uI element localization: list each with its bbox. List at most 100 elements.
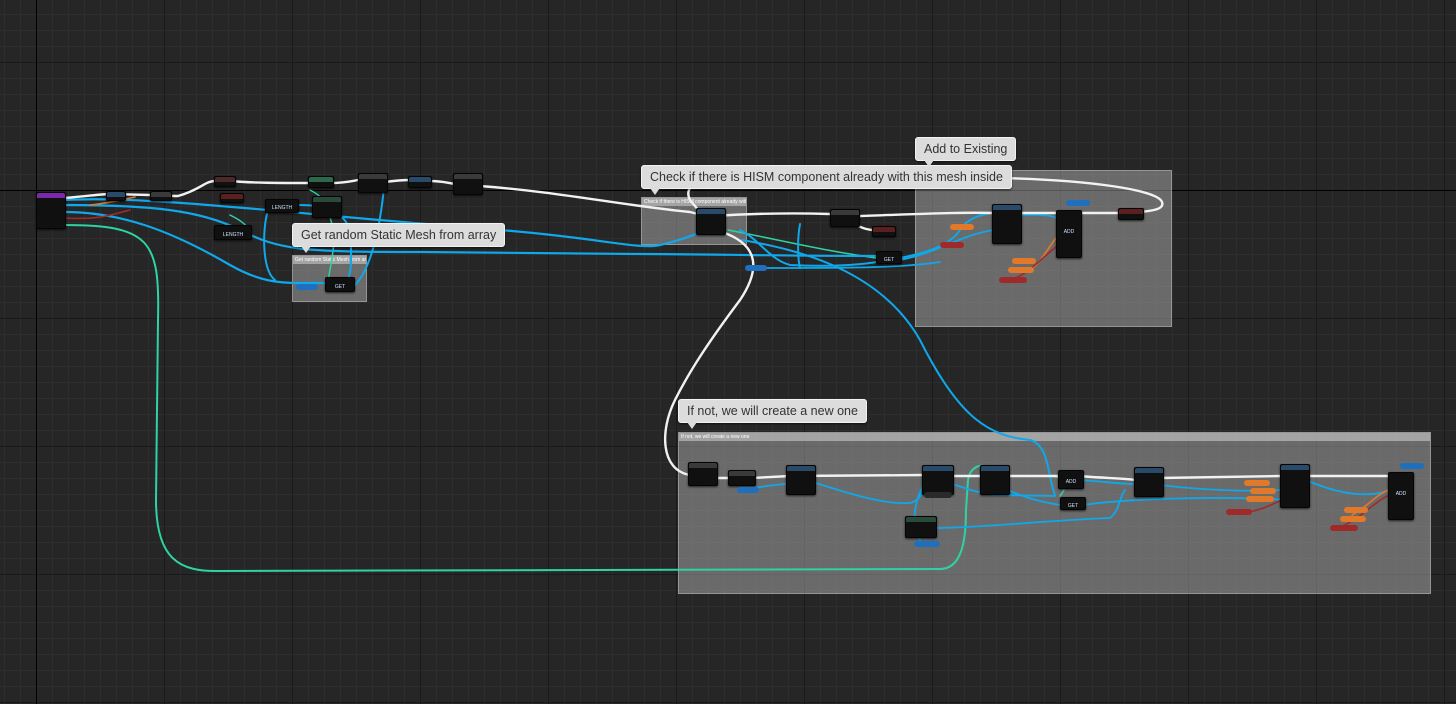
variable-node[interactable] — [1008, 267, 1034, 273]
wire-object — [263, 209, 276, 281]
node-header — [151, 192, 171, 197]
function-node[interactable] — [696, 208, 726, 235]
node-header — [1135, 468, 1163, 473]
comment-bubble-random-mesh[interactable]: Get random Static Mesh from array — [292, 223, 506, 253]
function-node[interactable] — [1134, 467, 1164, 497]
wire-object — [797, 223, 801, 269]
variable-node[interactable] — [1246, 496, 1274, 502]
variable-node[interactable] — [1244, 480, 1270, 486]
wire-int — [63, 224, 985, 573]
get-node[interactable]: GET — [1060, 497, 1086, 510]
comment-box-create-new[interactable]: If not, we will create a new one — [678, 432, 1431, 594]
node-header — [221, 194, 243, 199]
node-header — [309, 177, 333, 182]
add-instance-node[interactable]: ADD — [1388, 472, 1414, 520]
node-label: GET — [1067, 502, 1079, 509]
wire-exec — [664, 230, 755, 477]
variable-node[interactable] — [737, 487, 759, 493]
comment-header: If not, we will create a new one — [679, 433, 1430, 441]
wire-object — [1079, 479, 1136, 485]
variable-node[interactable] — [1250, 488, 1276, 494]
node-label: GET — [334, 283, 346, 290]
node-header — [215, 177, 235, 182]
node-header — [697, 209, 725, 214]
function-node[interactable] — [220, 193, 244, 203]
function-node[interactable] — [980, 465, 1010, 495]
graph-origin-horizontal — [0, 190, 1456, 191]
node-label: LENGTH — [222, 231, 244, 238]
function-node[interactable] — [408, 176, 432, 188]
node-label: ADD — [1395, 491, 1407, 498]
get-node[interactable]: GET — [876, 251, 902, 264]
length-node[interactable]: LENGTH — [214, 225, 252, 240]
function-node[interactable] — [922, 465, 954, 495]
comment-header: Check if there is HISM component already… — [642, 198, 746, 206]
variable-node[interactable] — [1344, 507, 1368, 513]
node-header — [107, 192, 125, 197]
wire-object — [761, 261, 941, 269]
function-node[interactable] — [106, 191, 126, 201]
node-header — [831, 210, 859, 215]
variable-node[interactable] — [999, 277, 1027, 283]
node-header — [906, 517, 936, 522]
wire-object — [1305, 479, 1391, 496]
variable-node[interactable] — [1340, 516, 1366, 522]
add-node[interactable]: ADD — [1058, 470, 1084, 489]
node-header — [993, 205, 1021, 210]
comment-bubble-check-hism[interactable]: Check if there is HISM component already… — [641, 165, 1012, 195]
node-header — [873, 227, 895, 232]
node-header — [689, 463, 717, 468]
node-header — [313, 197, 341, 202]
node-header — [787, 466, 815, 471]
comment-bubble-create-new[interactable]: If not, we will create a new one — [678, 399, 867, 429]
wire-object — [949, 482, 1056, 497]
wire-transform — [89, 196, 136, 206]
variable-node[interactable] — [1226, 509, 1252, 515]
variable-node[interactable] — [1066, 200, 1090, 206]
event-node[interactable] — [36, 192, 66, 229]
variable-node[interactable] — [1012, 258, 1036, 264]
length-node[interactable]: LENGTH — [265, 199, 299, 213]
wire-object — [739, 211, 995, 267]
comment-header: Get random Static Mesh from array — [293, 256, 366, 264]
node-header — [1281, 465, 1309, 470]
function-node[interactable] — [905, 516, 937, 538]
function-node[interactable] — [872, 226, 896, 237]
variable-node[interactable] — [950, 224, 974, 230]
function-node[interactable] — [786, 465, 816, 495]
function-node[interactable] — [358, 173, 388, 193]
variable-node[interactable] — [914, 541, 940, 547]
variable-node[interactable] — [745, 265, 767, 271]
function-node[interactable] — [1118, 208, 1144, 220]
function-node[interactable] — [688, 462, 718, 486]
get-node[interactable]: GET — [325, 277, 355, 292]
variable-node[interactable] — [924, 492, 952, 498]
node-label: GET — [883, 256, 895, 263]
node-header — [359, 174, 387, 179]
node-header — [923, 466, 953, 471]
function-node[interactable] — [214, 176, 236, 187]
function-node[interactable] — [992, 204, 1022, 244]
wire-object — [741, 239, 1056, 496]
node-header — [1119, 209, 1143, 214]
comment-box-add-existing[interactable] — [915, 170, 1172, 327]
node-header — [981, 466, 1009, 471]
branch-node[interactable] — [830, 209, 860, 227]
variable-node[interactable] — [1330, 525, 1358, 531]
function-node[interactable] — [308, 176, 334, 188]
add-instance-node[interactable]: ADD — [1056, 210, 1082, 258]
variable-node[interactable] — [940, 242, 964, 248]
function-node[interactable] — [312, 196, 342, 218]
function-node[interactable] — [1280, 464, 1310, 508]
wire-object — [933, 489, 1126, 529]
variable-node[interactable] — [1400, 463, 1424, 469]
node-label: ADD — [1065, 478, 1077, 485]
function-node[interactable] — [453, 173, 483, 195]
comment-bubble-add-existing[interactable]: Add to Existing — [915, 137, 1017, 167]
node-label: ADD — [1063, 229, 1075, 236]
function-node[interactable] — [150, 191, 172, 201]
variable-node[interactable] — [296, 284, 318, 290]
function-node[interactable] — [728, 470, 756, 486]
